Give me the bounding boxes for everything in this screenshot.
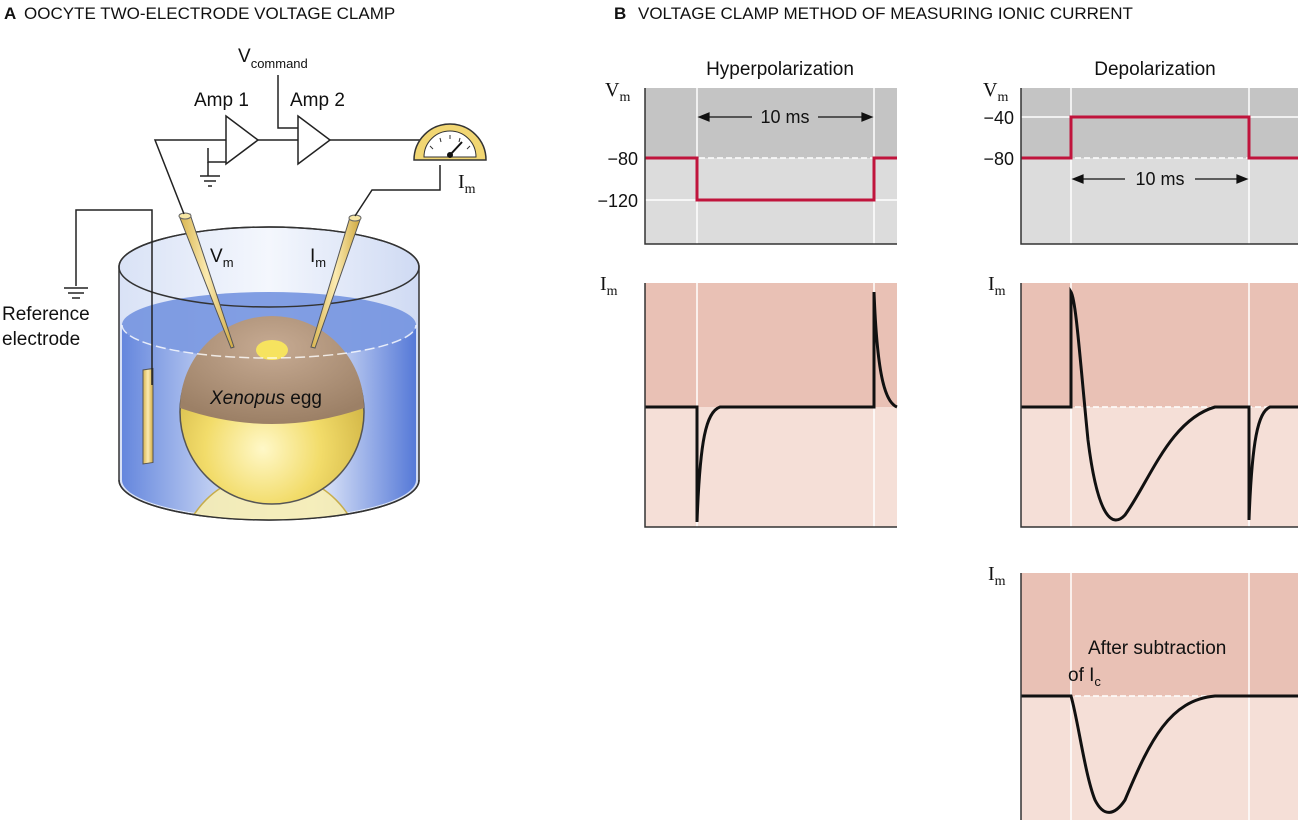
amp-2-icon <box>297 114 332 166</box>
bath-rim <box>118 226 420 308</box>
depol-tick-m80: −80 <box>983 149 1014 169</box>
ref-label-2: electrode <box>2 329 80 350</box>
panel-b-letter: B <box>614 4 626 23</box>
ref-wire <box>75 209 153 338</box>
hyper-title: Hyperpolarization <box>706 59 854 80</box>
hyper-im-axis-label: Im <box>600 273 618 299</box>
amp-1-label: Amp 1 <box>194 90 249 111</box>
vcommand-label: Vcommand <box>238 46 308 71</box>
panel-b: B VOLTAGE CLAMP METHOD OF MEASURING IONI… <box>597 4 1298 820</box>
subtracted-im-axis-label: Im <box>988 563 1006 589</box>
hyper-duration-label: 10 ms <box>760 107 809 127</box>
hyper-im-trace <box>645 291 898 523</box>
hyper-tick-m120: −120 <box>597 191 638 211</box>
depol-duration-arrow <box>1071 174 1249 184</box>
hyper-vm-axis-label: Vm <box>605 79 630 105</box>
after-subtraction-line2: of Ic <box>1068 665 1101 689</box>
circuit <box>153 75 441 217</box>
im-electrode: Im <box>310 214 362 349</box>
amp-2-label: Amp 2 <box>290 90 345 111</box>
hyper-duration-arrow <box>697 112 874 122</box>
depol-vm-trace <box>1021 115 1298 160</box>
ammeter-label: Im <box>458 171 476 197</box>
depol-vm-axis-label: Vm <box>983 79 1008 105</box>
depol-im-axis-label: Im <box>988 273 1006 299</box>
hyper-tick-m80: −80 <box>607 149 638 169</box>
depol-im-plot: Im <box>988 273 1298 528</box>
egg-highlight <box>256 340 288 360</box>
panel-a: A OOCYTE TWO-ELECTRODE VOLTAGE CLAMP Xen… <box>2 4 487 521</box>
depol-tick-m40: −40 <box>983 108 1014 128</box>
depol-vm-plot: Vm −40 −80 10 ms <box>983 79 1298 245</box>
subtracted-im-plot: Im After subtraction of Ic <box>988 563 1298 820</box>
egg-animal-pole <box>180 316 364 424</box>
amp-1-icon <box>225 114 260 166</box>
hyper-vm-trace <box>645 156 897 202</box>
hyper-vm-plot: Vm −80 −120 10 ms <box>597 79 897 245</box>
ref-label-1: Reference <box>2 304 90 325</box>
vm-electrode: Vm <box>178 212 235 349</box>
water-front-line <box>121 324 417 359</box>
hyper-im-plot: Im <box>600 273 898 528</box>
ref-ground-icon <box>64 287 88 299</box>
panel-a-letter: A <box>4 4 16 23</box>
panel-a-title: OOCYTE TWO-ELECTRODE VOLTAGE CLAMP <box>24 4 395 23</box>
vm-electrode-label: Vm <box>210 246 234 270</box>
depol-duration-label: 10 ms <box>1135 169 1184 189</box>
depol-title: Depolarization <box>1094 59 1215 80</box>
panel-b-title: VOLTAGE CLAMP METHOD OF MEASURING IONIC … <box>638 4 1133 23</box>
bath-bottom <box>118 479 420 521</box>
depol-im-trace <box>1021 286 1298 522</box>
ref-plate <box>142 367 154 465</box>
reference-electrode: Reference electrode <box>2 209 154 465</box>
im-electrode-label: Im <box>310 246 326 270</box>
after-subtraction-line1: After subtraction <box>1088 638 1226 659</box>
egg-label: Xenopus egg <box>209 388 322 409</box>
subtracted-im-trace <box>1021 694 1298 814</box>
ammeter-icon: Im <box>413 123 487 197</box>
